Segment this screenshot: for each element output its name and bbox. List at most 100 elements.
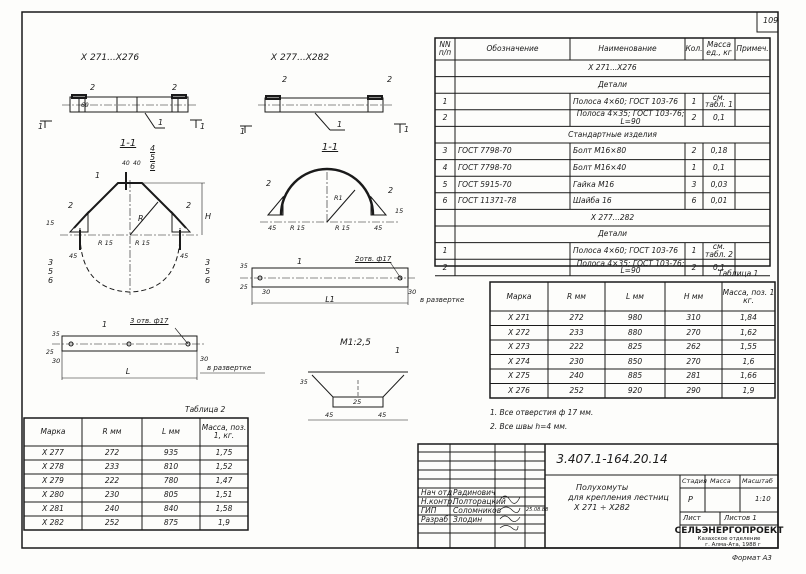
table2-cell: X 277 xyxy=(42,448,64,458)
table2-cell: 840 xyxy=(163,504,179,514)
cut-mark: 1 xyxy=(38,122,44,131)
spec-qty: 3 xyxy=(691,179,697,189)
pos-label: 2 xyxy=(90,83,96,92)
view-title-x277: X 277...X282 xyxy=(270,53,330,63)
stamp-person: Злодин xyxy=(453,514,483,524)
scale-value: 1:10 xyxy=(755,495,771,503)
dim-15: 15 xyxy=(46,219,55,227)
table2-cell: 935 xyxy=(163,448,179,458)
dim-45: 45 xyxy=(374,224,383,232)
section-label-mid: 1-1 xyxy=(321,142,339,153)
spec-group-heading: Стандартные изделия xyxy=(568,129,657,139)
pos-label: 1 xyxy=(95,171,101,180)
table1-cell: 1,62 xyxy=(740,327,757,337)
table1-cell: 850 xyxy=(627,356,643,366)
mass-header: Масса xyxy=(710,477,731,485)
dim-r1: R1 xyxy=(334,194,343,202)
spec-mass: 0,03 xyxy=(710,179,728,189)
spec-row-number: 2 xyxy=(442,113,448,123)
table2-cell: 1,58 xyxy=(215,504,233,514)
table1-cell: X 271 xyxy=(508,313,530,323)
dim: 60 xyxy=(81,102,89,109)
table1-header: Масса, поз. 1 кг. xyxy=(722,287,775,305)
stage-value: Р xyxy=(688,495,693,504)
dim-r15: R 15 xyxy=(335,224,350,232)
spec-mass: 0,01 xyxy=(710,196,728,206)
spec-header: Кол. xyxy=(685,44,703,54)
table2-cell: 1,52 xyxy=(215,462,233,472)
stamp-role: Разраб xyxy=(421,514,449,524)
plan-x277 xyxy=(240,95,406,133)
stamp-person: Соломников xyxy=(453,505,502,515)
table1-cell: 290 xyxy=(686,385,701,395)
table1-cell: 825 xyxy=(627,342,643,352)
dim-30: 30 xyxy=(52,357,61,365)
dim-h: H xyxy=(205,212,212,221)
table1-cell: X 275 xyxy=(508,371,530,381)
table2-cell: 805 xyxy=(163,490,179,500)
section-x271 xyxy=(60,172,205,295)
table1-cell: X 276 xyxy=(508,385,530,395)
sheets-count: Листов 1 xyxy=(724,514,757,522)
table1-cell: 222 xyxy=(569,342,584,352)
pos-label: 1 xyxy=(102,320,108,329)
view-title-x271: X 271...X276 xyxy=(80,53,140,63)
pos-label: 2 xyxy=(186,201,192,210)
spec-qty: 2 xyxy=(691,113,697,123)
spec-mass: 0,1 xyxy=(713,162,725,172)
stamp-role: Н.контр. xyxy=(421,496,455,506)
table2-cell: 230 xyxy=(104,490,120,500)
dim-45: 45 xyxy=(180,252,189,260)
dim-l1: L1 xyxy=(325,295,335,304)
table2-header: L мм xyxy=(162,427,180,437)
org-city: г. Алма-Ата, 1988 г xyxy=(705,542,761,548)
dim-r15: R 15 xyxy=(290,224,305,232)
dim-30: 30 xyxy=(200,355,209,363)
dim: 40 xyxy=(133,160,141,167)
spec-designation xyxy=(455,110,573,127)
table2-cell: X 278 xyxy=(42,462,64,472)
spec-header: Наименование xyxy=(598,44,657,54)
sheet-number: 109 xyxy=(763,16,779,25)
dim-45: 45 xyxy=(69,252,78,260)
detail-scale: М1:2,5 xyxy=(340,338,371,348)
sheet-label: Лист xyxy=(683,514,701,522)
table2-cell: 1,75 xyxy=(215,448,233,458)
spec-designation: ГОСТ 7798-70 xyxy=(458,146,512,156)
spec-qty: 1 xyxy=(691,96,697,106)
table2-cell: 810 xyxy=(163,462,179,472)
dim-45: 45 xyxy=(325,411,334,419)
table1-cell: X 273 xyxy=(508,342,530,352)
pos-label: 2 xyxy=(172,83,178,92)
table1-cell: 920 xyxy=(627,385,643,395)
pos-label: 2 xyxy=(388,186,394,195)
table2-cell: 1,51 xyxy=(215,490,233,500)
table2-header: R мм xyxy=(102,427,122,437)
table2-cell: X 279 xyxy=(42,476,64,486)
spec-mass: 0,1 xyxy=(713,113,725,123)
dim-45: 45 xyxy=(378,411,387,419)
table2-cell: 1,9 xyxy=(218,518,230,528)
section-x277 xyxy=(260,167,400,223)
pos-label: 1 xyxy=(395,346,401,355)
spec-designation: ГОСТ 7798-70 xyxy=(458,162,512,172)
dim-30: 30 xyxy=(262,288,271,296)
pos-label: 2 xyxy=(68,201,74,210)
holes-note-l: 3 отв. ф17 xyxy=(130,317,169,325)
table1-cell: 980 xyxy=(627,313,643,323)
dim-25: 25 xyxy=(353,398,362,406)
date: 25.08.88 xyxy=(526,507,549,513)
spec-group-heading: X 271...X276 xyxy=(588,63,637,73)
table1-cell: X 272 xyxy=(508,327,530,337)
spec-header: Примеч. xyxy=(736,44,769,54)
table1-cell: 281 xyxy=(686,371,701,381)
development-note: в развертке xyxy=(207,364,252,372)
dim: 40 xyxy=(122,160,130,167)
table1-cell: 880 xyxy=(627,327,643,337)
pos-label: 1 xyxy=(158,118,164,127)
dim-45: 45 xyxy=(268,224,277,232)
table1-cell: 1,84 xyxy=(740,313,757,323)
